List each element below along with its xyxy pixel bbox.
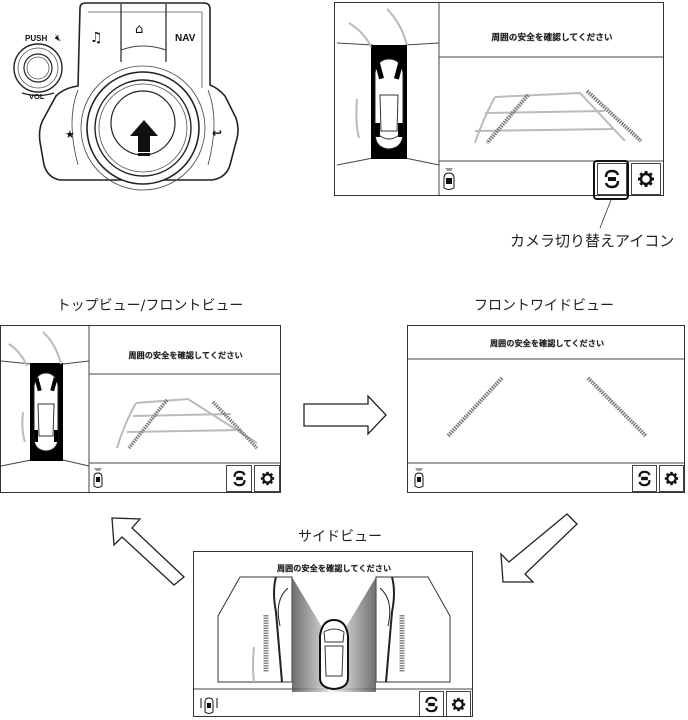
camera-switch-button[interactable] <box>226 465 252 492</box>
up-arrow-icon <box>130 120 158 156</box>
music-button[interactable]: ♫ <box>90 30 103 46</box>
top-view-panel <box>336 3 663 195</box>
camera-switch-icon <box>638 470 651 487</box>
home-button[interactable]: ⌂ <box>135 22 143 37</box>
guide-lines <box>474 89 643 145</box>
nav-button[interactable]: NAV <box>175 33 196 44</box>
back-icon: ↩ <box>212 126 223 140</box>
camera-switch-callout-label: カメラ切り替えアイコン <box>510 232 675 250</box>
home-icon: ⌂ <box>135 22 144 37</box>
camera-position-icon <box>200 697 218 714</box>
settings-button[interactable] <box>631 163 661 195</box>
top-front-view-caption: トップビュー/フロントビュー <box>56 298 244 314</box>
safety-message: 周囲の安全を確認してください <box>128 351 243 360</box>
camera-switch-button[interactable] <box>632 465 657 492</box>
gear-icon <box>664 471 679 486</box>
top-screen: 周囲の安全を確認してください <box>334 2 664 196</box>
arrow-right-icon <box>303 394 387 436</box>
settings-button[interactable] <box>659 465 684 492</box>
push-label: PUSH <box>25 34 48 43</box>
top-front-view-screen: 周囲の安全を確認してください <box>0 325 281 493</box>
camera-switch-icon <box>232 470 246 487</box>
side-view-caption: サイドビュー <box>298 529 382 545</box>
favorite-star-icon: ★ <box>65 128 75 141</box>
settings-button[interactable] <box>254 465 280 492</box>
camera-position-icon <box>443 168 455 190</box>
settings-button[interactable] <box>446 691 471 716</box>
camera-switch-button[interactable] <box>419 691 444 716</box>
arrow-up-left-icon <box>111 517 185 586</box>
camera-switch-icon <box>604 169 620 189</box>
favorite-button[interactable]: ★ <box>65 128 75 141</box>
camera-switch-highlight <box>593 160 629 200</box>
music-note-icon: ♫ <box>90 30 103 46</box>
camera-position-icon <box>414 468 424 488</box>
side-view-screen: 周囲の安全を確認してください <box>193 551 473 717</box>
gear-icon <box>638 171 654 187</box>
gear-icon <box>451 697 466 711</box>
front-wide-view-screen: 周囲の安全を確認してください <box>407 325 685 493</box>
camera-position-icon <box>93 468 103 488</box>
front-wide-view-caption: フロントワイドビュー <box>474 298 614 314</box>
camera-switch-icon <box>425 696 438 712</box>
safety-message: 周囲の安全を確認してください <box>491 33 613 43</box>
safety-message: 周囲の安全を確認してください <box>489 339 605 348</box>
safety-message: 周囲の安全を確認してください <box>276 564 392 573</box>
mute-icon: 🔇︎ <box>55 33 62 44</box>
arrow-down-left-icon <box>500 513 578 583</box>
callout-leader-line <box>599 199 612 229</box>
vol-label: VOL <box>29 92 45 101</box>
back-button[interactable]: ↩ <box>212 126 222 140</box>
camera-switch-button[interactable] <box>597 163 627 195</box>
gear-icon <box>260 471 274 486</box>
